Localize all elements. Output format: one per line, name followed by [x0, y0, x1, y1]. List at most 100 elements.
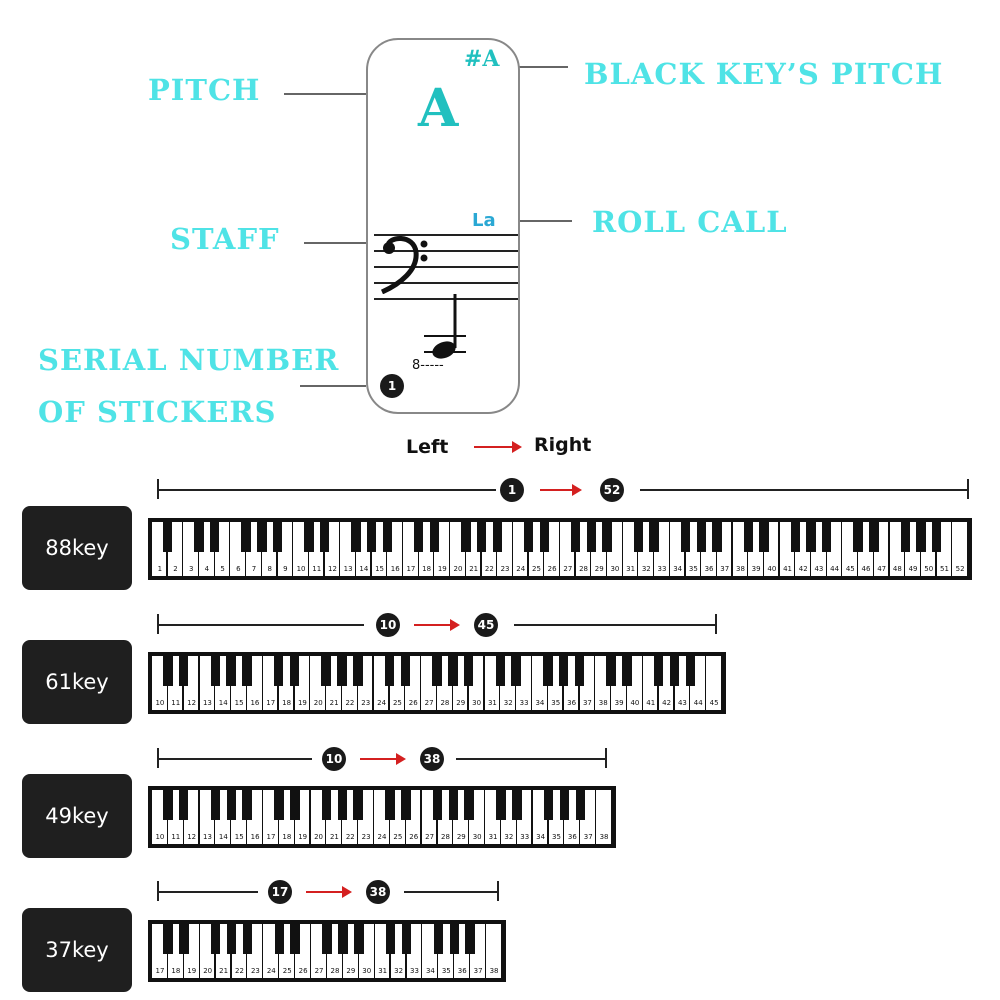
key-number: 27 — [425, 833, 435, 841]
key-number: 33 — [410, 967, 419, 975]
white-key — [596, 790, 611, 844]
serial-leader-line — [300, 385, 366, 387]
key-number: 18 — [422, 565, 432, 573]
key-number: 21 — [219, 967, 229, 975]
pitch-letter: A — [418, 78, 459, 139]
white-key — [199, 924, 215, 978]
black-key — [321, 790, 332, 821]
white-key — [732, 522, 748, 576]
black-key — [539, 522, 549, 553]
key-number: 24 — [266, 967, 276, 975]
keyboard-61-label: 61key — [22, 640, 132, 724]
white-key — [706, 656, 721, 710]
key-number: 24 — [377, 833, 387, 841]
key-number: 38 — [598, 699, 608, 707]
white-key — [889, 522, 905, 576]
key-number: 31 — [626, 565, 636, 573]
key-number: 15 — [234, 699, 244, 707]
black-key — [274, 924, 285, 955]
key-number: 12 — [187, 833, 197, 841]
key-number: 23 — [500, 565, 510, 573]
key-number: 28 — [440, 833, 450, 841]
key-number: 17 — [406, 565, 416, 573]
bass-clef-icon — [380, 236, 428, 294]
key-number: 36 — [567, 699, 577, 707]
white-key — [340, 522, 355, 576]
key-number: 28 — [330, 967, 340, 975]
white-key — [622, 522, 638, 576]
key-number: 26 — [547, 565, 557, 573]
black-key-pitch-text: #A — [464, 46, 500, 72]
range-end-badge: 52 — [600, 478, 624, 502]
key-number: 27 — [424, 699, 434, 707]
black-key — [226, 656, 236, 687]
black-key — [337, 656, 347, 687]
key-number: 25 — [531, 565, 541, 573]
key-number: 12 — [327, 565, 337, 573]
range-line-left — [158, 891, 258, 893]
key-number: 30 — [362, 967, 372, 975]
serial-number-badge: 1 — [380, 374, 404, 398]
black-key — [511, 656, 521, 687]
black-key — [401, 790, 411, 821]
key-number: 12 — [187, 699, 197, 707]
key-number: 30 — [610, 565, 620, 573]
key-number: 47 — [877, 565, 887, 573]
black-key-leader-line — [506, 66, 568, 68]
white-key — [486, 924, 501, 978]
white-key — [421, 656, 436, 710]
staff-line — [374, 266, 518, 268]
black-key — [743, 522, 753, 553]
white-key — [422, 924, 438, 978]
black-key — [163, 790, 173, 821]
key-number: 32 — [504, 833, 514, 841]
key-number: 34 — [536, 833, 546, 841]
key-number: 14 — [359, 565, 369, 573]
range-end-badge: 38 — [366, 880, 390, 904]
sticker-cut-gap — [368, 186, 518, 204]
black-key — [179, 924, 189, 955]
black-key — [354, 924, 364, 955]
black-key — [931, 522, 942, 553]
staff-line — [374, 298, 518, 300]
key-number: 13 — [343, 565, 353, 573]
key-number: 35 — [441, 967, 451, 975]
range-line-right — [640, 489, 968, 491]
range-arrow — [540, 484, 582, 496]
key-number: 44 — [693, 699, 703, 707]
key-number: 41 — [783, 565, 792, 573]
key-number: 21 — [469, 565, 479, 573]
key-number: 43 — [814, 565, 824, 573]
range-start-badge: 10 — [376, 613, 400, 637]
key-number: 40 — [767, 565, 777, 573]
roll-call-leader-line — [506, 220, 572, 222]
black-key — [210, 790, 221, 821]
black-key — [806, 522, 816, 553]
key-number: 23 — [361, 833, 371, 841]
key-number: 16 — [390, 565, 400, 573]
range-start-badge: 17 — [268, 880, 292, 904]
roll-call-label: ROLL CALL — [592, 205, 788, 239]
key-number: 35 — [551, 699, 561, 707]
key-number: 52 — [955, 565, 965, 573]
key-number: 17 — [155, 967, 165, 975]
black-key — [242, 924, 253, 955]
key-number: 24 — [377, 699, 387, 707]
roll-call-text: La — [472, 210, 496, 231]
black-key — [649, 522, 659, 553]
range-arrow — [306, 886, 352, 898]
range-tick-right — [967, 479, 969, 499]
range-line-right — [404, 891, 498, 893]
keyboard-88-label: 88key — [22, 506, 132, 590]
black-key — [558, 656, 569, 687]
key-number: 18 — [171, 967, 181, 975]
black-key — [226, 924, 237, 955]
serial-number-label-line2: OF STICKERS — [38, 395, 277, 429]
key-number: 29 — [456, 699, 466, 707]
key-number: 50 — [924, 565, 934, 573]
black-key — [685, 656, 696, 687]
key-number: 33 — [520, 833, 530, 841]
black-key — [822, 522, 832, 553]
key-number: 49 — [908, 565, 918, 573]
